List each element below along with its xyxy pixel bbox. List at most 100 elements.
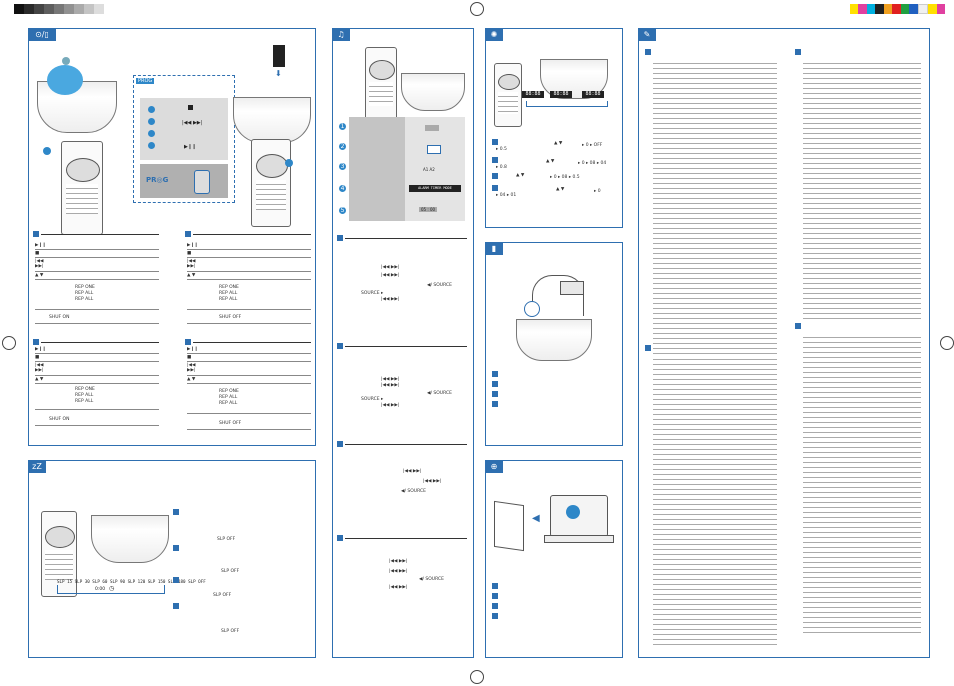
grey-swatch xyxy=(44,4,54,14)
arrows-label: ▲ ▼ xyxy=(187,273,196,278)
play-pause-icon: ▶❙❙ xyxy=(184,144,197,150)
color-swatch xyxy=(883,4,893,14)
mode-repeat-all: REP ALL xyxy=(219,395,238,400)
section-header xyxy=(337,235,467,241)
brightness-panel: ✺ 88:88 88:88 88:88 ▸ 0.5 ▲ ▼ ▸ 0 ▸ OFF … xyxy=(485,28,623,228)
step-number xyxy=(492,381,498,387)
row-rule xyxy=(35,353,159,354)
step-badge xyxy=(285,159,293,167)
section-number xyxy=(645,49,651,55)
step-number xyxy=(492,593,498,599)
row-rule xyxy=(187,279,311,280)
shuffle-label: SHUF OFF xyxy=(219,421,242,426)
sleep-icon: zZ xyxy=(28,460,46,473)
row-rule xyxy=(35,249,159,250)
step-circle xyxy=(148,130,155,137)
mode-repeat-all: REP ALL xyxy=(75,393,94,398)
row-rule xyxy=(35,309,159,310)
source-label: ◀/ SOURCE xyxy=(419,577,444,582)
row-rule xyxy=(187,429,311,430)
row-rule xyxy=(35,409,159,410)
display-dim-1: 88:88 xyxy=(522,91,544,98)
step-badge: 5 xyxy=(339,207,346,214)
row-rule xyxy=(187,353,311,354)
registration-mark xyxy=(940,336,954,350)
grey-swatch xyxy=(24,4,34,14)
section-header xyxy=(33,231,159,237)
color-swatch xyxy=(936,4,945,14)
prev-next-label: |◀◀ ▶▶| xyxy=(381,383,400,388)
alarm-display-1 xyxy=(425,125,439,131)
step-number xyxy=(492,401,498,407)
prev-next-label: |◀◀ ▶▶| xyxy=(389,569,408,574)
speaker-illustration xyxy=(401,73,465,111)
dpad-icon xyxy=(498,74,520,90)
arrows-label: ▲ ▼ xyxy=(187,377,196,382)
prev-next-icon: |◀◀▶▶| xyxy=(35,363,44,373)
prev-next-label: |◀◀ ▶▶| xyxy=(381,265,400,270)
brightness-text: ▸ 04 ▸ 01 xyxy=(496,193,517,198)
step-number xyxy=(492,157,498,163)
alarm-panel: ♫ 1 2 3 4 5 A1 A2 ALARM TIMER MODE 05 : … xyxy=(332,28,474,658)
prev-next-label: |◀◀ ▶▶| xyxy=(403,469,422,474)
step-badge: 2 xyxy=(339,143,346,150)
speaker-illustration xyxy=(233,97,311,143)
brightness-text: ▲ ▼ xyxy=(516,173,525,178)
step-number xyxy=(173,577,179,583)
row-rule xyxy=(187,257,311,258)
mode-repeat-all: REP ALL xyxy=(219,297,238,302)
sleep-off-label: SLP OFF xyxy=(213,593,232,598)
prog-bottom-bg xyxy=(140,164,228,198)
brightness-icon: ✺ xyxy=(485,28,503,41)
section-header xyxy=(33,339,159,345)
dpad-icon xyxy=(66,158,100,182)
step-number xyxy=(173,603,179,609)
grey-swatch xyxy=(84,4,94,14)
dpad-icon xyxy=(369,60,395,80)
source-label: ◀/ SOURCE xyxy=(427,283,452,288)
usb-cable-icon xyxy=(532,275,584,316)
step-number xyxy=(173,545,179,551)
stop-icon: ■ xyxy=(35,251,40,256)
remote-control xyxy=(251,139,291,227)
section-header xyxy=(337,441,467,447)
color-swatch xyxy=(866,4,876,14)
prev-next-label: |◀◀ ▶▶| xyxy=(381,273,400,278)
play-icon: ▶❙❙ xyxy=(187,347,199,352)
mode-repeat-all: REP ALL xyxy=(75,297,94,302)
remote-control xyxy=(41,511,77,597)
sleep-off-label: SLP OFF xyxy=(217,537,236,542)
alarm-display-4: ALARM TIMER MODE xyxy=(409,185,461,192)
grey-swatch xyxy=(94,4,104,14)
row-rule xyxy=(35,383,159,384)
source-label: ◀/ SOURCE xyxy=(427,391,452,396)
color-bar xyxy=(850,4,945,14)
bell-icon: ♫ xyxy=(332,28,350,41)
color-swatch xyxy=(928,4,937,14)
color-swatch xyxy=(909,4,918,14)
section-number xyxy=(645,345,651,351)
row-rule xyxy=(187,361,311,362)
source-label: ◀/ SOURCE xyxy=(401,489,426,494)
shuffle-label: SHUF ON xyxy=(49,315,70,320)
row-rule xyxy=(35,279,159,280)
arrow-left-icon: ◀ xyxy=(532,513,540,524)
color-swatch xyxy=(850,4,859,14)
mode-repeat-one: REP ONE xyxy=(219,285,239,290)
remote-control xyxy=(61,141,103,235)
cycle-bracket xyxy=(526,101,608,107)
row-rule xyxy=(35,375,159,376)
brightness-text: ▲ ▼ xyxy=(546,159,555,164)
arrows-label: ▲ ▼ xyxy=(35,377,44,382)
prog-label: PROG xyxy=(136,78,155,84)
prev-next-icon: |◀◀▶▶| xyxy=(187,259,196,269)
section-number xyxy=(795,323,801,329)
display-dim-2: 88:88 xyxy=(550,91,572,98)
remote-control xyxy=(494,63,522,127)
step-badge xyxy=(43,147,51,155)
prev-next-label: |◀◀ ▶▶| xyxy=(423,479,442,484)
grey-swatch xyxy=(64,4,74,14)
play-icon: ▶❙❙ xyxy=(187,243,199,248)
row-rule xyxy=(187,309,311,310)
laptop-base-icon xyxy=(544,535,614,543)
